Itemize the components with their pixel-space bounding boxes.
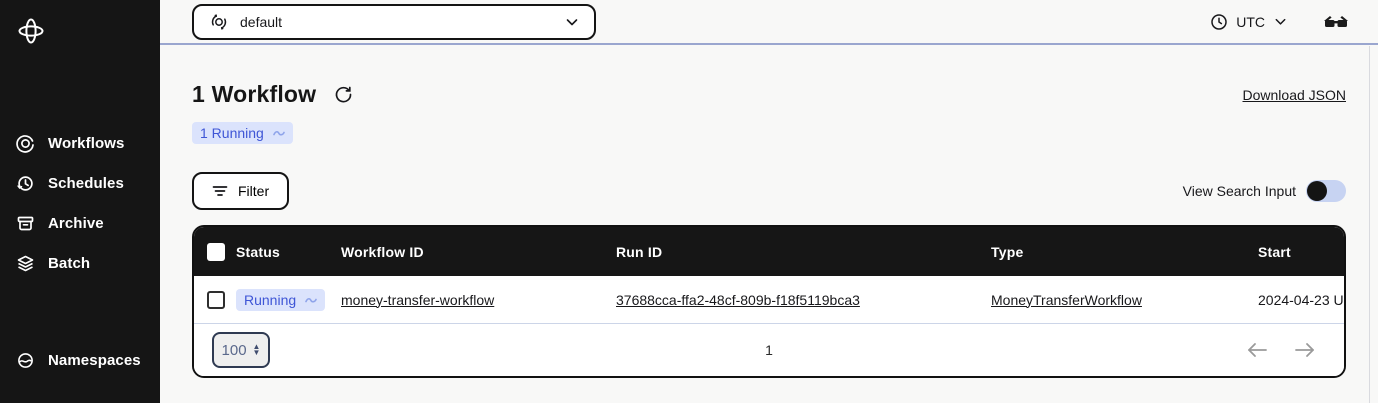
sidebar-item-label: Schedules — [48, 174, 124, 192]
select-all-checkbox[interactable] — [207, 242, 225, 261]
toggle-knob — [1307, 181, 1327, 201]
sidebar-item-archive[interactable]: Archive — [0, 203, 160, 243]
view-search-input-toggle[interactable] — [1306, 180, 1346, 202]
workflows-icon — [16, 134, 35, 153]
column-header-run-id: Run ID — [616, 243, 663, 260]
archive-icon — [16, 214, 35, 233]
glasses-icon — [1322, 12, 1350, 32]
column-header-workflow-id: Workflow ID — [341, 243, 424, 260]
column-header-type: Type — [991, 243, 1024, 260]
sidebar-item-label: Namespaces — [48, 351, 141, 369]
status-badge-label: Running — [244, 291, 297, 308]
status-badge: Running — [236, 288, 326, 311]
refresh-button[interactable] — [334, 85, 353, 104]
workflow-id-link[interactable]: money-transfer-workflow — [341, 291, 495, 308]
run-id-link[interactable]: 37688cca-ffa2-48cf-809b-f18f5119bca3 — [616, 291, 860, 308]
view-search-input-label: View Search Input — [1182, 183, 1296, 199]
clock-icon — [1210, 13, 1228, 31]
column-header-status: Status — [236, 243, 280, 260]
pagination-controls — [1246, 342, 1344, 358]
namespace-select-value: default — [240, 13, 283, 30]
schedules-icon — [16, 174, 35, 193]
sidebar-nav-bottom: Namespaces — [0, 340, 160, 380]
running-count-badge[interactable]: 1 Running — [192, 122, 293, 144]
filter-button-label: Filter — [238, 183, 270, 199]
timezone-label: UTC — [1236, 13, 1265, 30]
view-search-input-control: View Search Input — [1183, 180, 1346, 202]
topbar-right: UTC — [1210, 12, 1350, 32]
sidebar-item-namespaces[interactable]: Namespaces — [0, 340, 160, 380]
namespaces-icon — [16, 351, 35, 370]
temporal-logo[interactable] — [16, 16, 46, 46]
status-summary-row: 1 Running — [192, 122, 1346, 144]
namespace-select[interactable]: default — [192, 3, 596, 40]
main-panel: 1 Workflow Download JSON 1 Running — [160, 45, 1378, 403]
content-column: default UTC — [160, 0, 1378, 403]
page-title: 1 Workflow — [192, 81, 317, 107]
table-footer: 100 ▲▼ 1 — [194, 324, 1344, 376]
running-count-label: 1 Running — [200, 125, 264, 141]
scrollbar-track — [1369, 46, 1370, 403]
page-size-value: 100 — [221, 341, 247, 359]
filter-icon — [212, 184, 228, 198]
workflow-type-link[interactable]: MoneyTransferWorkflow — [991, 291, 1142, 308]
sidebar-item-schedules[interactable]: Schedules — [0, 163, 160, 203]
spinner-arrows-icon: ▲▼ — [252, 342, 261, 357]
sidebar-item-label: Batch — [48, 254, 91, 272]
workflows-table: Status Workflow ID Run ID Type Start Run… — [192, 225, 1346, 378]
page-size-select[interactable]: 100 ▲▼ — [212, 332, 270, 368]
previous-page-button[interactable] — [1246, 342, 1268, 358]
sidebar-item-batch[interactable]: Batch — [0, 243, 160, 283]
current-page-number: 1 — [765, 342, 773, 358]
filter-row: Filter View Search Input — [192, 172, 1346, 210]
pulse-icon — [305, 296, 317, 304]
title-row: 1 Workflow Download JSON — [192, 81, 1346, 108]
download-json-link[interactable]: Download JSON — [1242, 86, 1347, 103]
namespace-switcher-icon — [208, 11, 230, 33]
sidebar: Workflows Schedules — [0, 0, 160, 403]
start-time-cell: 2024-04-23 U — [1258, 291, 1344, 308]
sidebar-item-label: Workflows — [48, 134, 125, 152]
sidebar-item-label: Archive — [48, 214, 104, 232]
timezone-select[interactable]: UTC — [1210, 13, 1288, 31]
refresh-icon — [334, 85, 353, 104]
sidebar-item-workflows[interactable]: Workflows — [0, 123, 160, 163]
pulse-icon — [273, 129, 285, 137]
sidebar-nav: Workflows Schedules — [0, 123, 160, 283]
labs-mode-toggle[interactable] — [1322, 12, 1350, 32]
chevron-down-icon — [564, 14, 580, 30]
batch-icon — [16, 254, 35, 273]
column-header-start: Start — [1258, 243, 1291, 260]
topbar: default UTC — [160, 0, 1378, 45]
next-page-button[interactable] — [1294, 342, 1316, 358]
chevron-down-icon — [1273, 14, 1288, 29]
table-header-row: Status Workflow ID Run ID Type Start — [194, 227, 1344, 276]
row-checkbox[interactable] — [207, 290, 225, 309]
filter-button[interactable]: Filter — [192, 172, 290, 210]
table-row: Running money-transfer-workflow 37688cca… — [194, 276, 1344, 324]
